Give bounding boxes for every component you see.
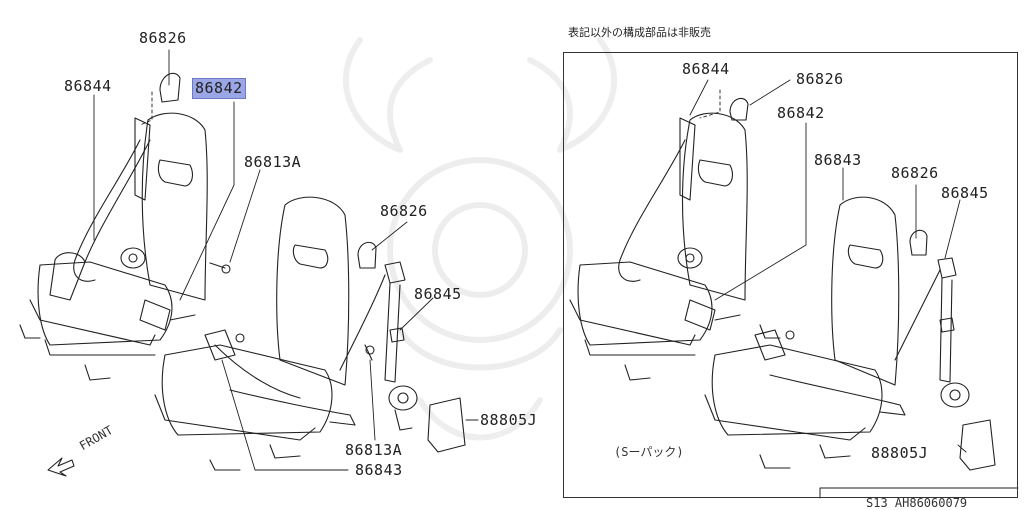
variant-frame <box>563 52 1018 498</box>
footer-code: S13 AH86060079 <box>866 496 968 510</box>
callout-86844[interactable]: 86844 <box>64 77 112 95</box>
samurai-watermark-icon <box>342 37 618 441</box>
callout-86826-top[interactable]: 86826 <box>139 29 187 47</box>
right-seat-2 <box>704 196 906 469</box>
leader-lines-left <box>93 49 479 471</box>
seat-belt-86845-left <box>339 261 418 431</box>
callout-right-86845[interactable]: 86845 <box>941 184 989 202</box>
cap-86826-right-mid <box>909 229 928 256</box>
bolt-86813a-top <box>209 262 231 274</box>
callout-86842-highlighted[interactable]: 86842 <box>192 78 246 99</box>
bolt-86813a-bottom <box>364 344 375 361</box>
callout-86826-mid[interactable]: 86826 <box>380 202 428 220</box>
callout-86845[interactable]: 86845 <box>414 285 462 303</box>
callout-right-86826-top[interactable]: 86826 <box>796 70 844 88</box>
left-seat-2 <box>154 196 356 471</box>
callout-86843[interactable]: 86843 <box>355 461 403 479</box>
module-88805j <box>427 397 466 453</box>
cap-86826-right-top <box>729 97 749 121</box>
header-note: 表記以外の構成部品は非販売 <box>568 26 711 39</box>
callout-86813a-top[interactable]: 86813A <box>244 153 302 171</box>
left-seat-1 <box>19 112 208 381</box>
callout-right-86842[interactable]: 86842 <box>777 104 825 122</box>
front-arrow-icon <box>47 457 75 477</box>
seat-belt-86845-right <box>894 257 970 408</box>
callout-right-86843[interactable]: 86843 <box>814 151 862 169</box>
variant-note: (Sーパック) <box>614 445 684 459</box>
callout-86813a-bottom[interactable]: 86813A <box>345 441 403 459</box>
callout-right-86826-mid[interactable]: 86826 <box>891 164 939 182</box>
frame-corner <box>819 487 1019 499</box>
cap-86826-mid <box>357 241 377 269</box>
cap-86826-top <box>159 72 181 103</box>
callout-88805j[interactable]: 88805J <box>480 411 538 429</box>
right-seat-1 <box>569 112 781 381</box>
leader-lines-right <box>689 79 967 453</box>
module-88805j-right <box>959 419 996 471</box>
callout-right-86844[interactable]: 86844 <box>682 60 730 78</box>
callout-right-88805j[interactable]: 88805J <box>871 444 929 462</box>
